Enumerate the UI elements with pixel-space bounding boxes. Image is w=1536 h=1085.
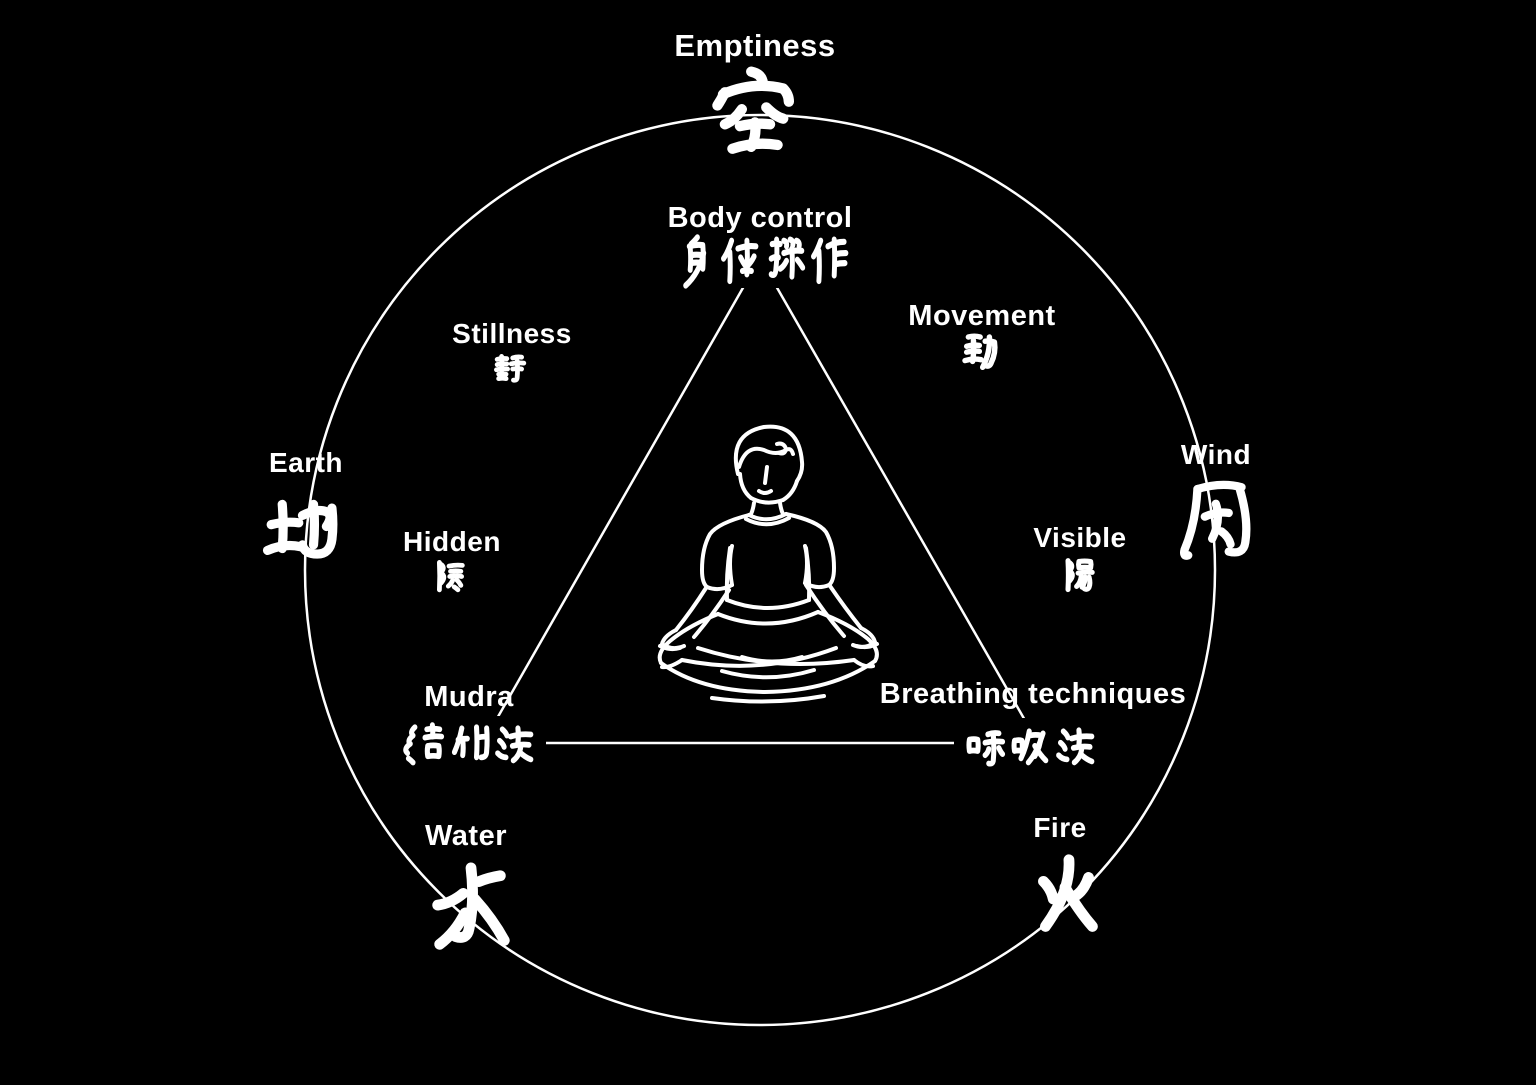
label-wind: Wind	[1180, 439, 1252, 470]
calligraphy-backdrops	[394, 226, 1108, 782]
label-mudra: Mudra	[424, 681, 514, 713]
body-control-kanji-calligraphy	[683, 234, 849, 289]
meditating-person-figure	[657, 424, 879, 704]
label-earth: Earth	[268, 447, 344, 478]
visible-kanji-calligraphy	[1065, 558, 1095, 593]
elements-circle	[303, 113, 1217, 1027]
label-emptiness: Emptiness	[674, 28, 836, 63]
mudra-kanji-calligraphy	[403, 722, 534, 766]
water-kanji-calligraphy	[432, 862, 510, 950]
hidden-kanji-calligraphy	[436, 560, 465, 593]
label-stillness: Stillness	[452, 318, 572, 349]
fire-kanji-calligraphy	[1038, 854, 1098, 932]
label-movement: Movement	[908, 300, 1056, 332]
earth-kanji-calligraphy	[262, 499, 338, 559]
label-breathing-techniques: Breathing techniques	[879, 678, 1187, 710]
wind-kanji-calligraphy	[1179, 480, 1251, 560]
label-hidden: Hidden	[403, 526, 501, 557]
label-body-control: Body control	[667, 202, 853, 234]
disciplines-triangle	[481, 256, 1040, 745]
breathing-kanji-calligraphy	[966, 727, 1095, 767]
label-water: Water	[425, 820, 507, 852]
label-fire: Fire	[1033, 812, 1087, 843]
stillness-kanji-calligraphy	[494, 354, 527, 383]
label-visible: Visible	[1033, 522, 1127, 553]
emptiness-kanji-calligraphy	[712, 66, 795, 154]
movement-kanji-calligraphy	[962, 333, 998, 371]
